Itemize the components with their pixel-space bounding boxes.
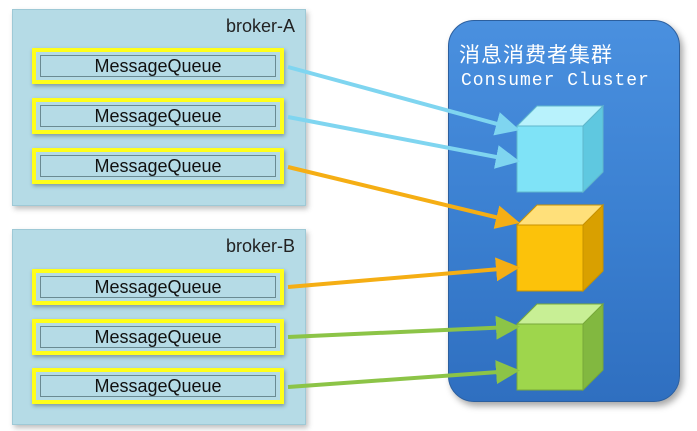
broker-a-label: broker-A [225, 16, 295, 36]
cluster-title-cn: 消息消费者集群 [459, 43, 613, 67]
message-queue-label: MessageQueue [94, 155, 222, 176]
broker-a-container: broker-A MessageQueue MessageQueue Messa… [12, 9, 306, 206]
message-queue-label: MessageQueue [94, 105, 222, 126]
arrow-a1-to-cyan [287, 65, 520, 136]
broker-b-label: broker-B [225, 236, 295, 256]
message-queue-a1: MessageQueue [32, 48, 284, 84]
message-queue-b2: MessageQueue [32, 319, 284, 355]
message-queue-a3: MessageQueue [32, 148, 284, 184]
message-queue-b3: MessageQueue [32, 368, 284, 404]
arrow-a2-to-cyan [287, 115, 520, 169]
message-queue-label: MessageQueue [94, 55, 222, 76]
arrow-b2-to-green [287, 315, 520, 340]
message-queue-b1: MessageQueue [32, 269, 284, 305]
arrow-a3-to-orange [287, 165, 520, 229]
consumer-cube-orange [515, 203, 605, 293]
message-queue-a2: MessageQueue [32, 98, 284, 134]
cluster-title-en: Consumer Cluster [461, 71, 650, 91]
message-queue-label: MessageQueue [94, 326, 222, 347]
consumer-cube-cyan [515, 104, 605, 194]
message-queue-label: MessageQueue [94, 375, 222, 396]
arrow-b3-to-green [287, 360, 520, 389]
broker-b-container: broker-B MessageQueue MessageQueue Messa… [12, 229, 306, 425]
message-queue-label: MessageQueue [94, 276, 222, 297]
consumer-cube-green [515, 302, 605, 392]
arrow-b1-to-orange [287, 257, 520, 289]
